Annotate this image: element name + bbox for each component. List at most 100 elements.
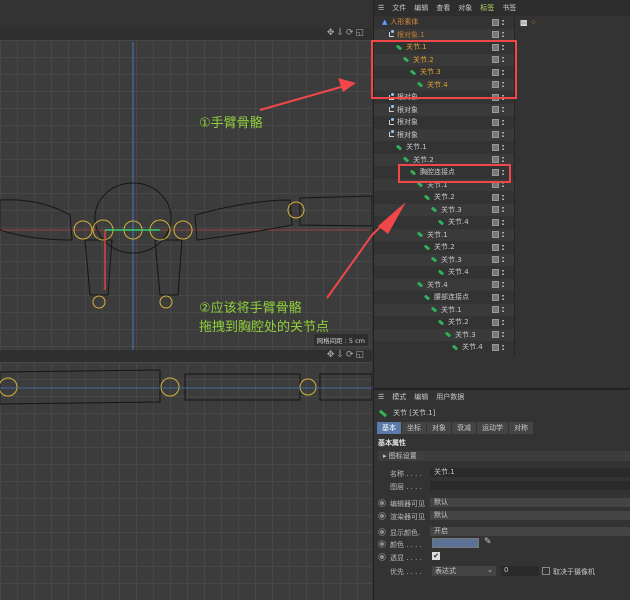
object-row[interactable]: 胸腔连接点 [374,166,514,179]
visibility-dots-icon[interactable] [502,118,504,126]
visibility-dots-icon[interactable] [502,156,504,164]
object-row[interactable]: 关节.1 [374,141,514,154]
object-row[interactable]: 关节.1 [374,303,514,316]
visibility-toggle-icon[interactable] [492,118,499,126]
tab[interactable]: 对称 [509,422,534,434]
hamburger-icon[interactable]: ☰ [378,4,385,12]
object-flags[interactable] [492,243,504,251]
visibility-toggle-icon[interactable] [492,206,499,214]
visibility-dots-icon[interactable] [502,181,504,189]
object-row[interactable]: 关节.3 [374,66,514,79]
icon-settings-group[interactable]: ▸ 图标设置 [378,451,630,461]
object-flags[interactable] [492,18,504,26]
object-flags[interactable] [492,306,504,314]
menu-item[interactable]: 模式 [392,393,407,401]
visibility-dots-icon[interactable] [502,281,504,289]
object-row[interactable]: 关节.1 [374,41,514,54]
visibility-toggle-icon[interactable] [492,281,499,289]
menu-item[interactable]: 编辑 [414,393,429,401]
tab[interactable]: 对象 [427,422,452,434]
menu-item[interactable]: 书签 [502,4,517,12]
object-flags[interactable] [492,81,504,89]
visibility-dots-icon[interactable] [502,106,504,114]
visibility-dots-icon[interactable] [502,318,504,326]
visibility-toggle-icon[interactable] [492,231,499,239]
object-flags[interactable] [492,106,504,114]
object-row[interactable]: 根对象.1 [374,28,514,41]
visibility-toggle-icon[interactable] [492,293,499,301]
object-flags[interactable] [492,268,504,276]
visibility-dots-icon[interactable] [502,81,504,89]
visibility-dots-icon[interactable] [502,206,504,214]
menu-item[interactable]: 用户数据 [436,393,465,401]
visibility-dots-icon[interactable] [502,256,504,264]
visibility-dots-icon[interactable] [502,193,504,201]
object-flags[interactable] [492,293,504,301]
tag-icons[interactable]: ▩ ⁘ [520,18,537,27]
anim-radio[interactable] [378,499,386,507]
menu-item[interactable]: 查看 [436,4,451,12]
visibility-toggle-icon[interactable] [492,343,499,351]
display-color-select[interactable]: 开启 [430,527,630,536]
object-row[interactable]: 关节.1 [374,228,514,241]
object-flags[interactable] [492,43,504,51]
visibility-toggle-icon[interactable] [492,56,499,64]
object-row[interactable]: 关节.3 [374,203,514,216]
visibility-toggle-icon[interactable] [492,156,499,164]
visibility-dots-icon[interactable] [502,168,504,176]
tab[interactable]: 运动学 [477,422,509,434]
visibility-toggle-icon[interactable] [492,331,499,339]
object-row[interactable]: 关节.2 [374,53,514,66]
object-flags[interactable] [492,206,504,214]
eyedropper-icon[interactable]: ✎ [484,537,492,547]
viewport-bottom[interactable] [0,362,372,600]
object-flags[interactable] [492,168,504,176]
visibility-toggle-icon[interactable] [492,306,499,314]
object-row[interactable]: 关节.4 [374,216,514,229]
viewport-nav-icons[interactable]: ✥⇩⟳◱ [326,350,366,360]
object-row[interactable]: 根对象 [374,103,514,116]
priority-value-stepper[interactable]: 0 [501,566,539,576]
render-visible-select[interactable]: 默认 [430,511,630,520]
visibility-toggle-icon[interactable] [492,18,499,26]
menu-item[interactable]: 标签 [480,4,495,12]
object-row[interactable]: 根对象 [374,116,514,129]
object-flags[interactable] [492,56,504,64]
visibility-dots-icon[interactable] [502,306,504,314]
object-row[interactable]: 关节.2 [374,191,514,204]
visibility-toggle-icon[interactable] [492,131,499,139]
editor-visible-select[interactable]: 默认 [430,498,630,507]
object-row[interactable]: 根对象 [374,128,514,141]
object-row[interactable]: 关节.2 [374,316,514,329]
visibility-dots-icon[interactable] [502,56,504,64]
object-row[interactable]: ▲人形素体 [374,16,514,29]
visibility-toggle-icon[interactable] [492,68,499,76]
anim-radio[interactable] [378,512,386,520]
visibility-toggle-icon[interactable] [492,256,499,264]
visibility-dots-icon[interactable] [502,218,504,226]
tab[interactable]: 衰减 [452,422,477,434]
visibility-toggle-icon[interactable] [492,31,499,39]
layer-input[interactable] [430,481,630,490]
anim-radio[interactable] [378,553,386,561]
menu-item[interactable]: 文件 [392,4,407,12]
object-flags[interactable] [492,331,504,339]
viewport-nav-icons[interactable]: ✥⇩⟳◱ [326,28,366,38]
name-input[interactable]: 关节.1 [430,468,630,477]
object-flags[interactable] [492,143,504,151]
visibility-dots-icon[interactable] [502,331,504,339]
camera-checkbox[interactable] [542,567,550,575]
object-flags[interactable] [492,231,504,239]
tab[interactable]: 基本 [377,422,402,434]
visibility-toggle-icon[interactable] [492,43,499,51]
visibility-dots-icon[interactable] [502,18,504,26]
visibility-toggle-icon[interactable] [492,218,499,226]
object-flags[interactable] [492,156,504,164]
visibility-toggle-icon[interactable] [492,106,499,114]
object-flags[interactable] [492,68,504,76]
object-flags[interactable] [492,256,504,264]
visibility-dots-icon[interactable] [502,43,504,51]
visibility-dots-icon[interactable] [502,268,504,276]
hamburger-icon[interactable]: ☰ [378,393,385,401]
visibility-toggle-icon[interactable] [492,168,499,176]
